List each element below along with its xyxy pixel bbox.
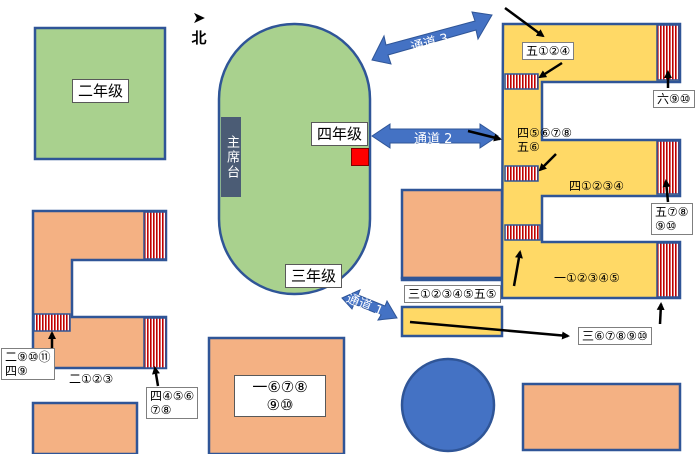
label-g5-78910-line1: 五⑦⑧ (655, 205, 689, 219)
label-g5-78910-line2: ⑨⑩ (655, 219, 677, 233)
label-g5-124: 五①②④ (522, 42, 575, 60)
label-g1-678910-line2: ⑨⑩ (266, 396, 294, 414)
channel-2-label: 通道 2 (414, 132, 453, 147)
pointer-arrows (48, 6, 672, 387)
north-label: 北 (191, 29, 207, 47)
label-g4-45678-line1: 四④⑤⑥ (150, 389, 195, 403)
label-g4-5678-line1: 四⑤⑥⑦⑧ (517, 126, 573, 140)
red-marker (351, 148, 369, 166)
north-arrow-icon: ➤ (192, 8, 206, 27)
label-g4-45678: 四④⑤⑥ ⑦⑧ (146, 387, 199, 419)
right-yellow-strip (400, 305, 504, 338)
grade4-label: 四年级 (311, 122, 369, 146)
stair-left-bottom (143, 317, 167, 369)
sports-field (217, 22, 372, 296)
bottom-left-building (31, 401, 139, 454)
stair-right-3 (656, 140, 680, 195)
grade3-label: 三年级 (285, 264, 343, 288)
label-g4-5678: 四⑤⑥⑦⑧ 五⑥ (514, 125, 575, 155)
stair-right-4 (504, 165, 539, 182)
north-compass: ➤ 北 (184, 10, 214, 48)
label-g4-1234: 四①②③④ (569, 179, 625, 193)
label-g4-5678-line2: 五⑥ (517, 140, 540, 154)
channel-3-arrow (371, 11, 493, 65)
right-orange-block (400, 188, 504, 280)
label-g4-45678-line2: ⑦⑧ (150, 403, 172, 417)
label-g1-678910: 一⑥⑦⑧ ⑨⑩ (234, 375, 326, 417)
channel-1-arrow (341, 289, 398, 321)
stair-left-top (143, 211, 167, 260)
stair-right-2 (504, 73, 539, 90)
label-g2-123: 二①②③ (69, 372, 114, 386)
label-g2-91011-line1: 二⑨⑩⑪ (5, 350, 51, 364)
label-g2-91011: 二⑨⑩⑪ 四⑨ (1, 348, 55, 380)
label-g6-910: 六⑨⑩ (653, 90, 695, 108)
label-g2-91011-line2: 四⑨ (5, 364, 28, 378)
label-g1-678910-line1: 一⑥⑦⑧ (252, 378, 308, 396)
stair-left-middle (33, 313, 71, 332)
round-building (400, 357, 496, 453)
stair-right-1 (656, 24, 680, 81)
right-yellow-building (400, 22, 682, 300)
label-g5-78910: 五⑦⑧ ⑨⑩ (651, 203, 693, 235)
stair-right-5 (504, 224, 541, 241)
bottom-right-building (521, 382, 682, 452)
label-g3-678910: 三⑥⑦⑧⑨⑩ (578, 327, 652, 345)
main-stand: 主席台 (221, 117, 241, 197)
label-g3-12345-g5-5: 三①②③④⑤五⑤ (404, 285, 501, 303)
stair-right-6 (656, 242, 680, 298)
label-g1-12345: 一①②③④⑤ (554, 271, 620, 285)
grade2-label: 二年级 (72, 79, 130, 103)
